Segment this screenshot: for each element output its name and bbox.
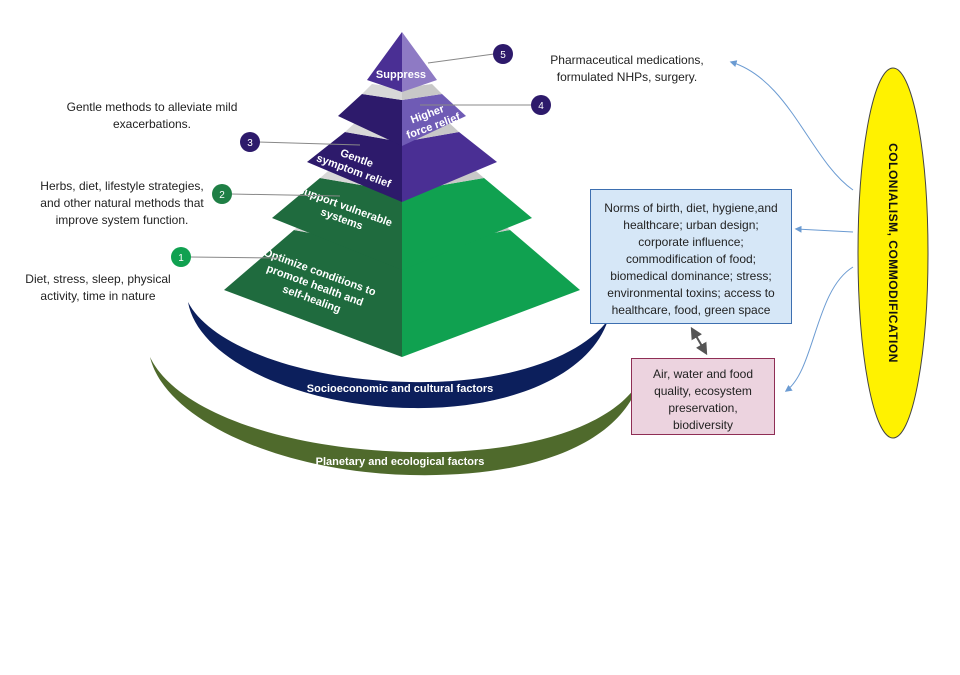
- level-2-note: Herbs, diet, lifestyle strategies, and o…: [40, 179, 204, 227]
- arrow-to-social-box: [794, 225, 854, 233]
- colonialism-label: COLONIALISM, COMMODIFICATION: [886, 143, 900, 363]
- level-5-note: Pharmaceutical medications, formulated N…: [550, 53, 704, 84]
- marker-2-number: 2: [219, 190, 225, 201]
- leader-line-1: [189, 256, 281, 259]
- leader-line-5: [427, 53, 495, 64]
- level-1-note: Diet, stress, sleep, physical activity, …: [25, 272, 171, 303]
- planetary-ecological-arc: [150, 357, 640, 476]
- socioeconomic-arc-label: Socioeconomic and cultural factors: [307, 383, 493, 395]
- environmental-factors-box: Air, water and food quality, ecosystem p…: [631, 358, 775, 435]
- marker-1: [171, 247, 191, 267]
- leader-line-2: [230, 193, 341, 197]
- level-3-right-face: [402, 132, 497, 202]
- colonialism-ellipse: [857, 67, 929, 439]
- level-5-label: Suppress: [376, 69, 426, 81]
- planetary-arc-label: Planetary and ecological factors: [316, 456, 485, 468]
- level-3-left-face: [307, 132, 402, 202]
- socioeconomic-cultural-arc: [188, 302, 608, 409]
- level-5-right-face: [402, 32, 437, 92]
- level-1-left-face: [224, 230, 402, 357]
- boxes-double-arrow: [690, 326, 708, 356]
- leader-line-3: [257, 141, 361, 146]
- marker-3-number: 3: [247, 138, 253, 149]
- arrow-to-environment-box: [784, 266, 854, 392]
- level-4-right-face: [402, 94, 466, 146]
- marker-2: [212, 184, 232, 204]
- marker-5: [493, 44, 513, 64]
- marker-1-number: 1: [178, 253, 184, 264]
- level-3-note: Gentle methods to alleviate mild exacerb…: [66, 100, 238, 131]
- marker-5-number: 5: [500, 50, 506, 61]
- level-4-left-face: [338, 94, 402, 146]
- marker-4-number: 4: [538, 101, 544, 112]
- social-determinants-box: Norms of birth, diet, hygiene,and health…: [590, 189, 792, 324]
- marker-4: [531, 95, 551, 115]
- level-2-left-face: [272, 178, 402, 270]
- marker-3: [240, 132, 260, 152]
- level-5-left-face: [367, 32, 402, 92]
- level-1-right-face: [402, 230, 580, 357]
- level-2-right-face: [402, 178, 532, 270]
- pyramid: [224, 32, 580, 357]
- arrow-to-top-note: [729, 60, 854, 191]
